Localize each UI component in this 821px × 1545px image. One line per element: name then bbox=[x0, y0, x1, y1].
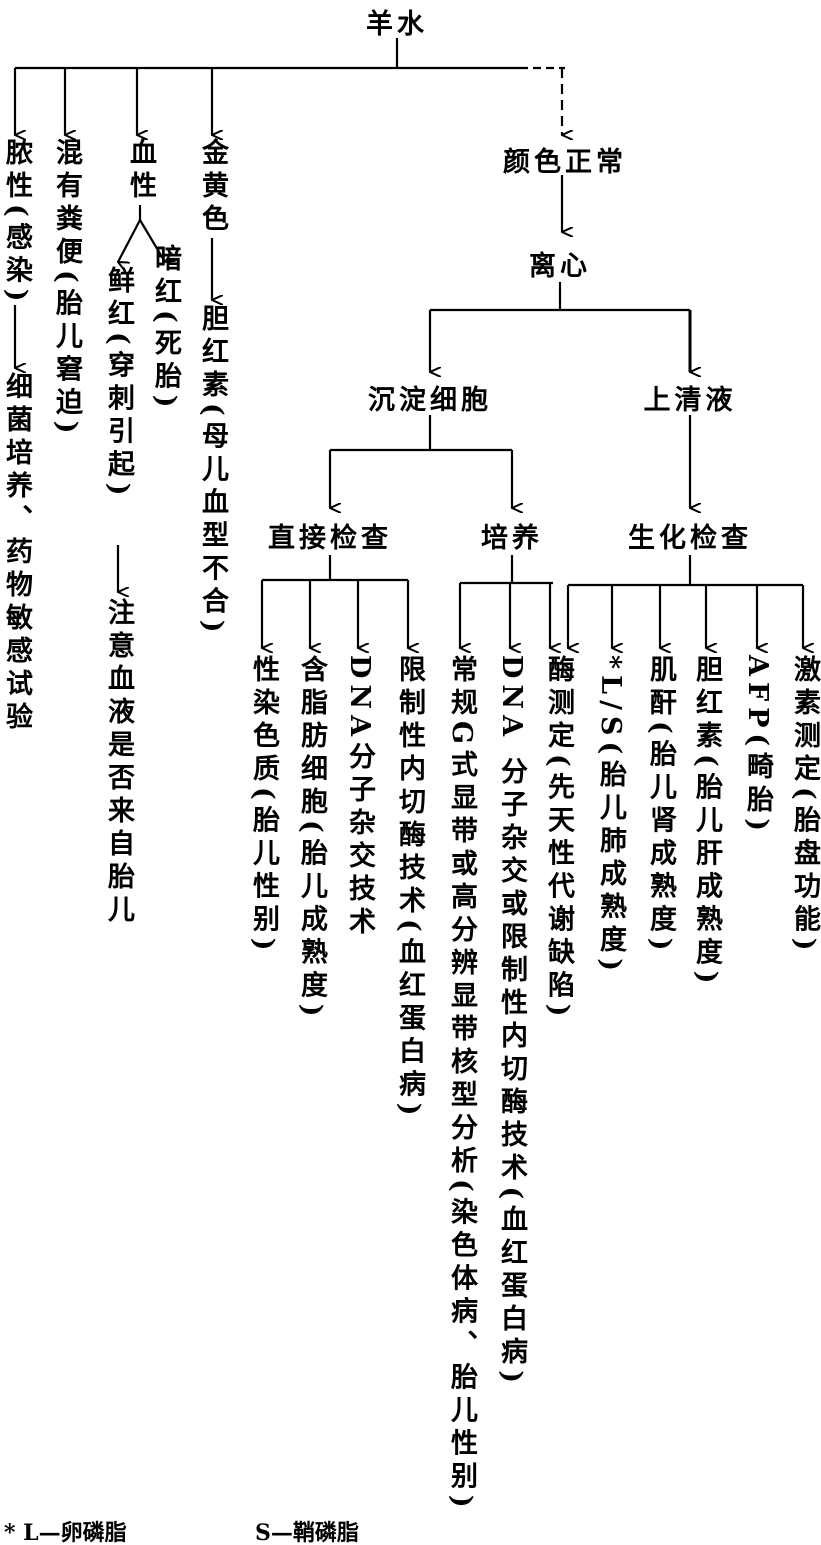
bright-red-node: 鲜红(穿刺引起) bbox=[103, 266, 134, 502]
biochem-node: 生化检查 bbox=[628, 523, 752, 554]
sediment-node: 沉淀细胞 bbox=[368, 385, 492, 416]
root-node: 羊水 bbox=[366, 9, 428, 40]
biochem-item: 肌酐(胎儿肾成熟度) bbox=[645, 655, 676, 957]
bloody-node: 血性 bbox=[125, 138, 156, 204]
meconium-node: 混有粪便(胎儿窘迫) bbox=[51, 138, 82, 440]
biochem-item: 胆红素(胎儿肝成熟度) bbox=[691, 655, 722, 990]
direct-item: DNA分子杂交技术 bbox=[344, 655, 375, 941]
direct-item: 含脂肪细胞(胎儿成熟度) bbox=[296, 655, 327, 1023]
bright-red-action-node: 注意血液是否来自胎儿 bbox=[103, 598, 134, 928]
purulent-action-node: 细菌培养、药物敏感试验 bbox=[1, 372, 32, 735]
culture-item: DNA 分子杂交或限制性内切酶技术(血红蛋白病) bbox=[496, 655, 527, 1389]
direct-exam-node: 直接检查 bbox=[268, 523, 392, 554]
supernatant-node: 上清液 bbox=[643, 385, 737, 416]
golden-node: 金黄色 bbox=[197, 138, 228, 237]
biochem-item: 激素测定(胎盘功能) bbox=[789, 655, 820, 957]
biochem-item: *L/S(胎儿肺成熟度) bbox=[595, 655, 626, 978]
direct-item: 性染色质(胎儿性别) bbox=[248, 655, 279, 957]
golden-action-node: 胆红素(母儿血型不合) bbox=[197, 304, 228, 639]
footnote-l: * L—卵磷脂 bbox=[4, 1520, 127, 1545]
purulent-node: 脓性(感染) bbox=[1, 138, 32, 308]
biochem-item: AFP(畸胎) bbox=[742, 655, 773, 837]
dark-red-node: 暗红(死胎) bbox=[150, 244, 181, 414]
normal-color-node: 颜色正常 bbox=[503, 147, 627, 178]
direct-item: 限制性内切酶技术(血红蛋白病) bbox=[394, 655, 425, 1122]
footnote-s: S—鞘磷脂 bbox=[255, 1520, 359, 1545]
biochem-item: 酶测定(先天性代谢缺陷) bbox=[543, 655, 574, 1023]
culture-item: 常规G式显带或高分辨显带核型分析(染色体病、胎儿性别) bbox=[446, 655, 477, 1514]
culture-node: 培养 bbox=[481, 523, 543, 554]
centrifuge-node: 离心 bbox=[529, 251, 591, 282]
